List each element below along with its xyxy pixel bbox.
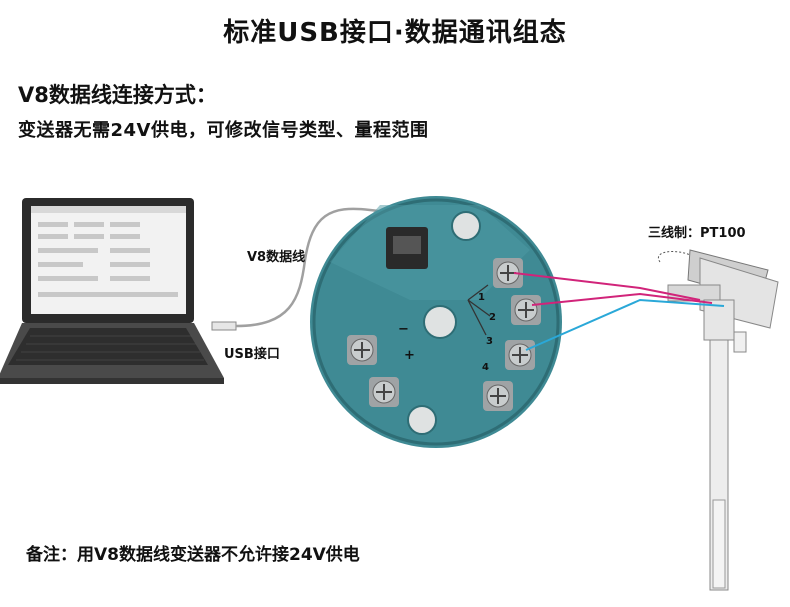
terminal-2-mark: 2 [489, 312, 496, 323]
terminal-4-mark: 4 [482, 362, 489, 373]
note-text: 备注：用V8数据线变送器不允许接24V供电 [26, 545, 360, 565]
laptop-illustration [0, 198, 224, 384]
pt100-sensor [657, 249, 779, 591]
page-title: 标准USB接口·数据通讯组态 [223, 18, 567, 48]
usb-port-label: USB接口 [224, 347, 280, 362]
usb-plug [211, 321, 237, 331]
sensor-wires [513, 272, 725, 351]
terminal-plus-mark: + [404, 348, 415, 363]
description-text: 变送器无需24V供电，可修改信号类型、量程范围 [18, 120, 429, 141]
connection-method-heading: V8数据线连接方式： [18, 83, 217, 107]
terminal-screws [347, 258, 541, 411]
terminal-minus-mark: − [398, 322, 409, 337]
terminal-1-mark: 1 [478, 292, 485, 303]
cable-label: V8数据线 [247, 250, 306, 265]
transmitter-module [310, 196, 562, 448]
terminal-3-mark: 3 [486, 336, 493, 347]
sensor-type-label: 三线制：PT100 [648, 226, 746, 241]
